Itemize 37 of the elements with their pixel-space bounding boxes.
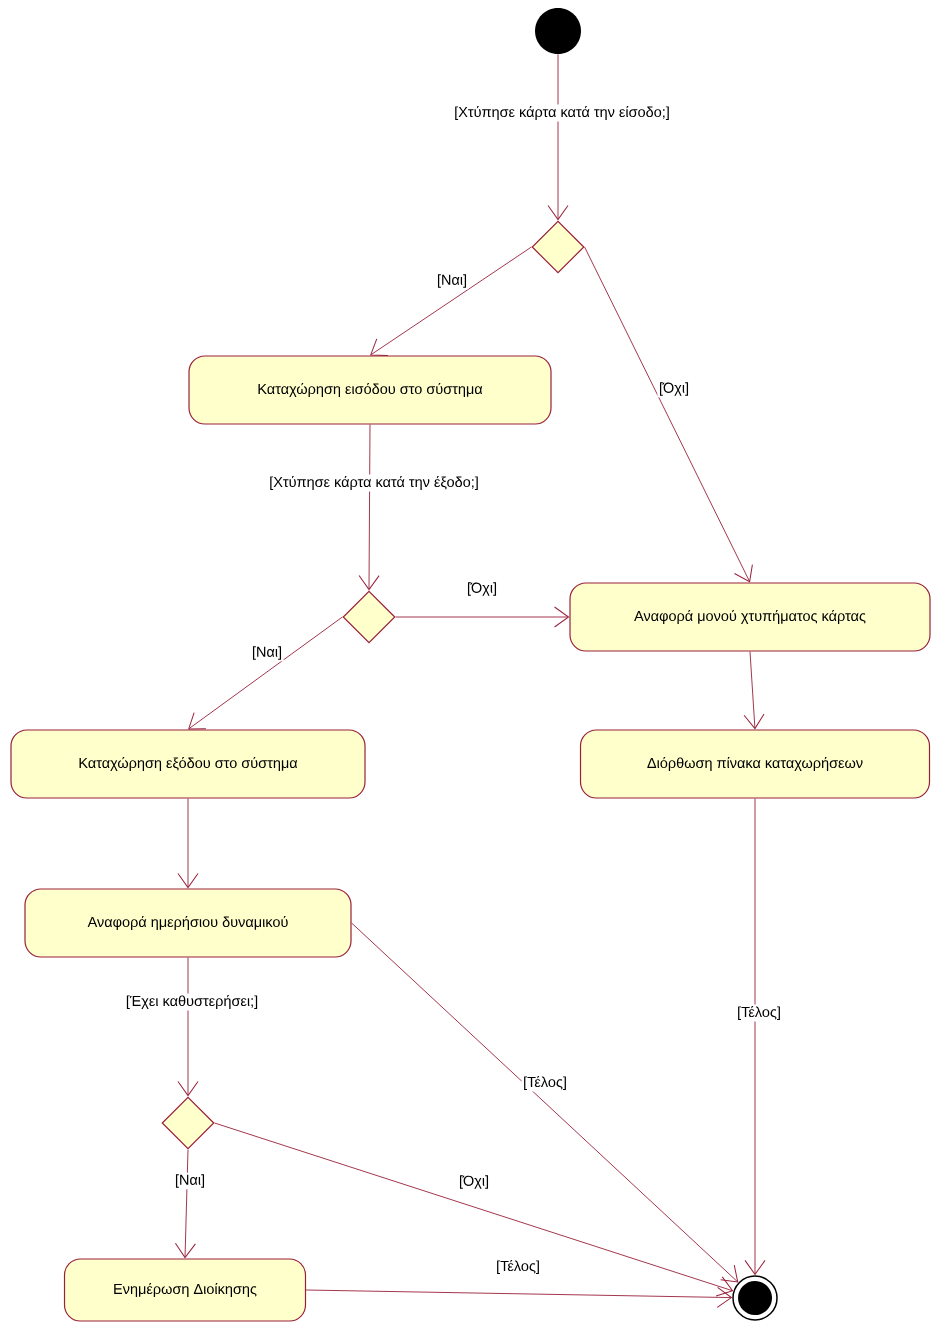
edge-label: [Όχι] bbox=[457, 1173, 491, 1191]
edge-label: [Όχι] bbox=[465, 580, 499, 598]
activity-box: Καταχώρηση εισόδου στο σύστημα bbox=[188, 355, 552, 425]
arrow bbox=[547, 53, 569, 221]
activity-box: Αναφορά μονού χτυπήματος κάρτας bbox=[569, 582, 931, 652]
decision-diamond bbox=[531, 220, 585, 274]
edge-label: [Χτύπησε κάρτα κατά την έξοδο;] bbox=[267, 474, 481, 492]
arrow bbox=[177, 957, 199, 1097]
edge-label: [Ναι] bbox=[173, 1172, 207, 1190]
edge-label: [Τέλος] bbox=[521, 1074, 569, 1092]
arrow bbox=[188, 616, 343, 730]
edge-label: [Χτύπησε κάρτα κατά την είσοδο;] bbox=[452, 104, 672, 122]
arrow bbox=[370, 246, 532, 356]
activity-box: Αναφορά ημερήσιου δυναμικού bbox=[24, 888, 352, 958]
decision-diamond bbox=[161, 1096, 215, 1150]
arrow bbox=[584, 246, 753, 583]
arrow bbox=[305, 1286, 732, 1308]
activity-box: Καταχώρηση εξόδου στο σύστημα bbox=[10, 729, 366, 799]
activity-box: Διόρθωση πίνακα καταχωρήσεων bbox=[579, 729, 931, 799]
arrow bbox=[744, 798, 766, 1275]
edge-label: [Ναι] bbox=[435, 272, 469, 290]
activity-box: Ενημέρωση Διοίκησης bbox=[63, 1258, 307, 1322]
edge-label: [Ναι] bbox=[250, 644, 284, 662]
edge-label: [Έχει καθυστερήσει;] bbox=[124, 993, 260, 1011]
edge-label: [Τέλος] bbox=[735, 1004, 783, 1022]
arrow bbox=[743, 651, 765, 730]
edge-label: [Τέλος] bbox=[494, 1258, 542, 1276]
arrow bbox=[351, 922, 739, 1283]
arrow bbox=[174, 1149, 196, 1259]
final-node bbox=[732, 1275, 778, 1321]
arrow bbox=[395, 606, 570, 628]
arrow bbox=[214, 1122, 734, 1297]
arrow bbox=[358, 424, 380, 591]
arrow bbox=[177, 798, 199, 889]
decision-diamond bbox=[342, 590, 396, 644]
edge-label: [Όχι] bbox=[657, 380, 691, 398]
start-node bbox=[535, 8, 581, 54]
